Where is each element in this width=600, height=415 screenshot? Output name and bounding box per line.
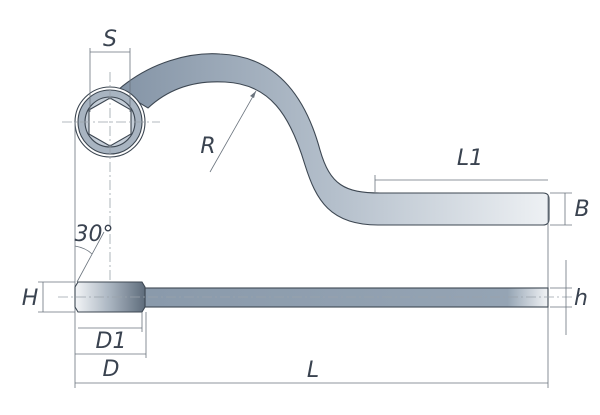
dimension-s-label: S [103,27,117,52]
dimension-b-label: B [574,197,589,222]
angle-label: 30° [75,222,114,247]
dimension-h-upper-label: H [22,286,39,311]
dimension-d-label: D [103,357,120,382]
dimension-l-label: L [307,358,319,383]
wrench-shank-side [144,287,549,308]
dimension-r-label: R [200,134,215,159]
dimension-h-lower-label: h [574,286,588,311]
dimension-d1-label: D1 [96,329,127,354]
dimension-l1-label: L1 [457,146,483,171]
wrench-arm [117,53,550,226]
